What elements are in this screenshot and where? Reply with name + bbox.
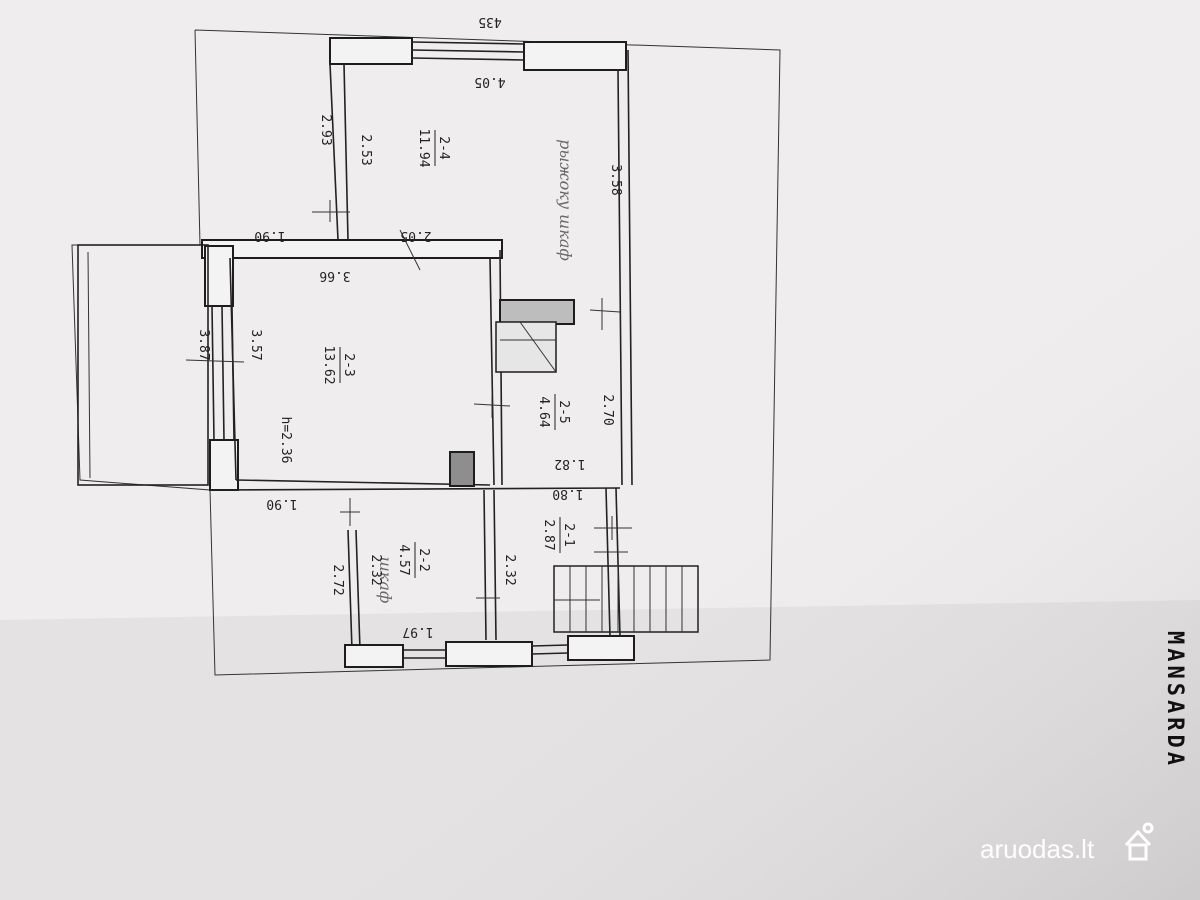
plan-title: MANSARDA [1162,631,1187,769]
plan-title-text: MANSARDA [1162,631,1187,769]
dim-label: 1.90 [254,228,285,243]
dim-label: 1.80 [552,486,583,501]
wall-top-left [329,37,413,65]
dim-label: 1.97 [402,624,433,639]
room-area: 4.57 [396,544,411,575]
room-area: 2.87 [541,519,556,550]
wall-bottom-right [567,635,635,661]
room-id: 2-4 [436,136,451,160]
dimension-ticks [185,200,632,599]
wall-mid-top [201,239,503,259]
column [449,451,475,487]
dim-label: 3.58 [608,164,623,195]
dim-label: 2.32 [502,554,517,585]
room-id: 2-5 [556,400,571,423]
room-id: 2-2 [416,548,431,571]
staircase [553,565,699,633]
house-logo-icon [1124,822,1154,861]
balcony-outline [77,244,209,486]
room-id: 2-3 [341,353,356,376]
dim-label: 3.66 [319,268,350,283]
wall-mid-left-bottom [209,439,239,491]
wall-mid-left-top [204,245,234,307]
chimney [499,299,575,325]
room-area: 4.64 [536,396,551,427]
room-label-2-3: 2-3 13.62 [321,345,356,384]
wall-bottom-left [344,644,404,668]
watermark-text: aruodas.lt [980,834,1095,864]
dimension-labels: 435 4.05 2.93 2.53 3.58 1.90 2.05 3.66 3… [196,14,623,639]
room-label-2-5: 2-5 4.64 [536,394,571,430]
dim-label: 2.32 [368,554,383,585]
room-note: шкаф [376,557,395,604]
dim-label: 2.72 [330,564,345,595]
room-label-2-2: 2-2 4.57 [396,542,431,578]
dim-label: 4.05 [474,74,505,89]
room-area: 13.62 [321,345,336,384]
dim-label: 1.90 [266,496,297,511]
dim-label: 2.05 [400,228,431,243]
room-note-2-2: шкаф [376,557,395,604]
room-label-2-4: 2-4 11.94 [416,128,451,167]
watermark: aruodas.lt [980,822,1154,864]
dim-label: 2.53 [358,134,373,165]
room-note-2-4: рыжоку шкаф [556,139,575,261]
dim-overall: 435 [478,14,501,29]
wall-bottom-mid [445,641,533,667]
dim-label: 3.87 [196,329,211,360]
room-id: 2-1 [561,523,576,546]
dim-label: 3.57 [248,329,263,360]
room-area: 11.94 [416,128,431,167]
room-note: рыжоку шкаф [556,139,575,261]
dim-label: 1.82 [554,456,585,471]
dim-label: 2.93 [318,114,333,145]
dim-label: 2.70 [600,394,615,425]
wall-top-right [523,41,627,71]
dim-label: h=2.36 [278,417,293,464]
room-label-2-1: 2-1 2.87 [541,517,576,553]
